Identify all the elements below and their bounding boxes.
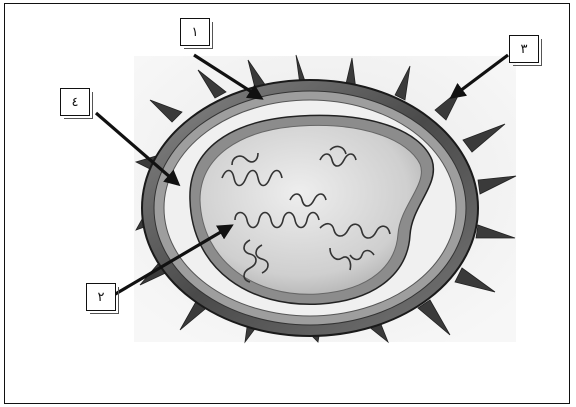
label-3: ٣: [509, 35, 539, 63]
label-2: ٢: [86, 283, 116, 311]
label-2-text: ٢: [98, 290, 105, 305]
label-4: ٤: [60, 88, 90, 116]
label-3-text: ٣: [521, 42, 528, 57]
label-1-text: ١: [192, 25, 199, 40]
label-4-text: ٤: [72, 95, 79, 110]
label-1: ١: [180, 18, 210, 46]
